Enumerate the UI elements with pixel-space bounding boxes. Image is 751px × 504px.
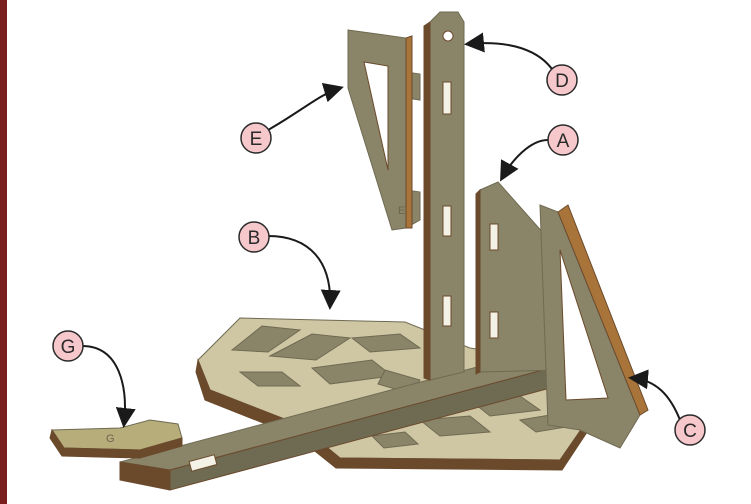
left-edge-strip [0, 0, 7, 504]
brace-c-cutout [559, 249, 609, 401]
callout-g: G [52, 330, 84, 362]
part-a-vertical-brace [475, 181, 561, 375]
post-slot-3 [442, 295, 452, 327]
arrow-c [628, 369, 681, 421]
bracket-e-mark: E [398, 205, 405, 217]
front-beam-slot [188, 454, 218, 472]
bracket-e-cutout [363, 61, 389, 171]
post-slot-2 [442, 205, 452, 237]
post-hole [442, 30, 454, 42]
callout-g-label: G [61, 337, 76, 358]
arrow-e [267, 83, 344, 131]
front-beam [119, 344, 611, 491]
base-plate-cutouts [230, 325, 574, 449]
callout-arrows [81, 32, 681, 428]
callout-b: B [238, 221, 270, 253]
callout-a-label: A [557, 131, 570, 152]
brace-c-edge-stripe [557, 204, 649, 416]
callout-e-label: E [250, 129, 263, 150]
brace-a-slot-1 [489, 223, 499, 251]
brace-a-slot-2 [489, 311, 499, 339]
callout-d: D [546, 64, 578, 96]
arrow-g [81, 345, 136, 428]
arrow-d [464, 32, 555, 73]
callout-c: C [674, 414, 706, 446]
callout-b-label: B [248, 228, 261, 249]
callout-e: E [240, 122, 272, 154]
part-e-bracket: E [347, 29, 421, 231]
brace-c-face [539, 204, 641, 449]
post-edge [423, 21, 431, 381]
post-slot-1 [442, 81, 452, 115]
foot-edge [49, 428, 183, 459]
part-c-triangle-brace [539, 204, 649, 449]
callout-c-label: C [683, 421, 697, 442]
foot-mark: G [106, 433, 115, 445]
callout-a: A [547, 124, 579, 156]
arrow-a [500, 139, 549, 182]
brace-a-edge [475, 188, 481, 375]
bracket-e-edge [405, 35, 413, 229]
part-d-vertical-post [423, 11, 465, 381]
arrow-b [267, 235, 341, 310]
callout-d-label: D [555, 71, 569, 92]
